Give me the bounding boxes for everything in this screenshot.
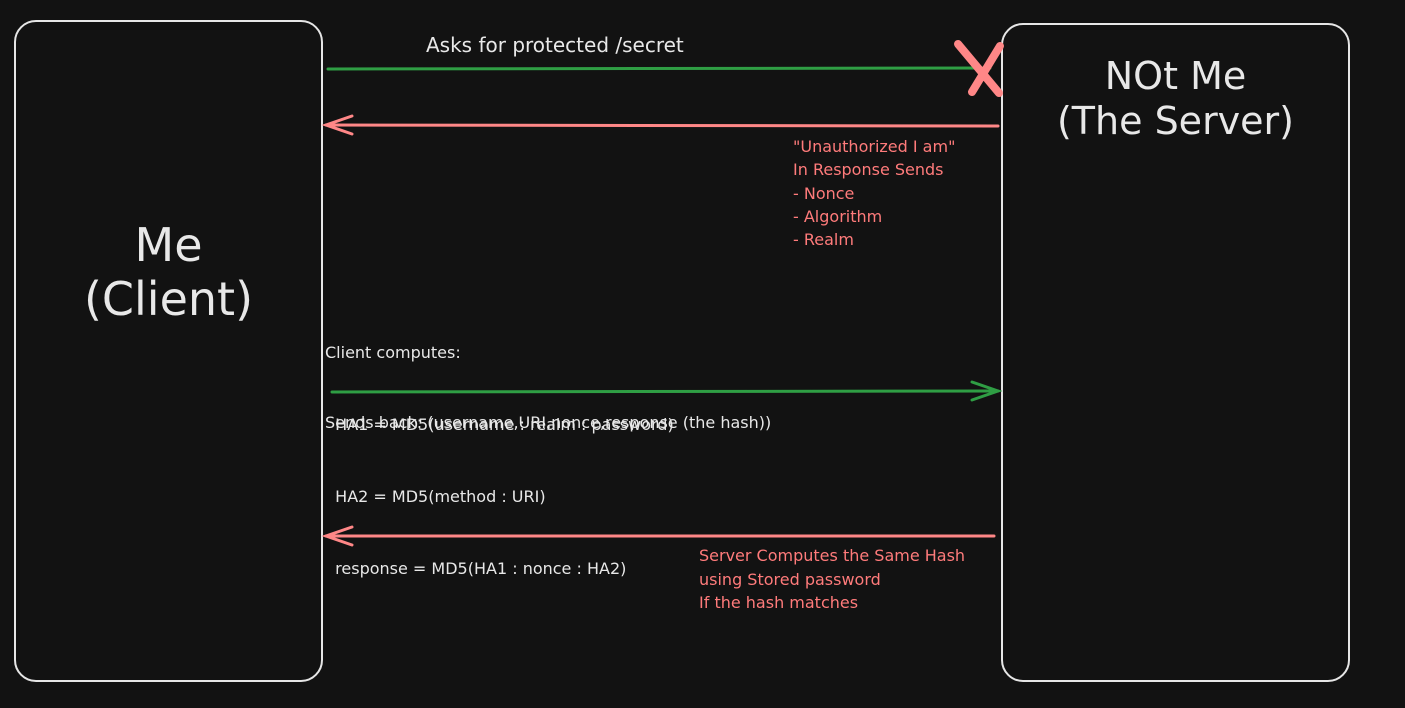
- server-box: [1001, 23, 1350, 682]
- client-compute-note: Client computes: HA1 = MD5(username : re…: [325, 293, 674, 605]
- verify-response-arrow: [321, 525, 996, 547]
- challenge-line: - Realm: [793, 230, 854, 250]
- compute-line: HA2 = MD5(method : URI): [325, 487, 546, 506]
- server-verify-note: Server Computes the Same Hash using Stor…: [699, 544, 965, 615]
- compute-line: response = MD5(HA1 : nonce : HA2): [325, 559, 627, 578]
- challenge-arrow: [321, 114, 1000, 136]
- server-role: (The Server): [1056, 98, 1295, 143]
- request-arrow: [326, 66, 992, 71]
- compute-line: HA1 = MD5(username : realm : password): [325, 415, 674, 434]
- challenge-line: - Algorithm: [793, 206, 883, 226]
- verify-line: using Stored password: [699, 569, 881, 589]
- verify-line: Server Computes the Same Hash: [699, 546, 966, 565]
- challenge-note: "Unauthorized I am" In Response Sends - …: [793, 135, 955, 251]
- cross-mark-icon: [954, 40, 1004, 97]
- challenge-line: - Nonce: [793, 183, 855, 203]
- server-name: NOt Me: [1104, 54, 1247, 98]
- hash-request-arrow: [330, 380, 1003, 402]
- challenge-line: "Unauthorized I am": [793, 137, 956, 156]
- client-name: Me: [134, 218, 203, 272]
- request-label: Asks for protected /secret: [426, 33, 684, 57]
- client-box: [14, 20, 323, 682]
- compute-line: Client computes:: [325, 343, 461, 362]
- sends-back-label: Sends back: (username,URI,nonce,response…: [325, 413, 772, 432]
- client-role: (Client): [83, 272, 254, 327]
- challenge-line: In Response Sends: [793, 160, 944, 180]
- verify-line: If the hash matches: [699, 593, 859, 612]
- server-title: NOt Me (The Server): [1001, 54, 1350, 144]
- client-title: Me (Client): [14, 218, 323, 327]
